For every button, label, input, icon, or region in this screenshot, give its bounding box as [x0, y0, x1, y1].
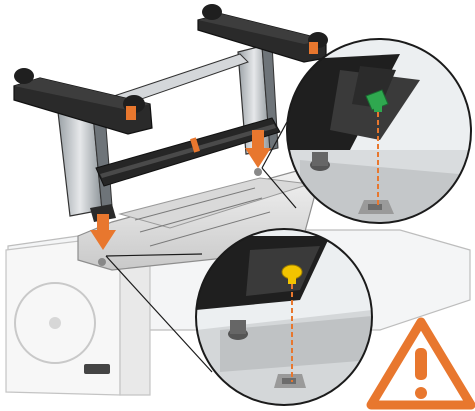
insert-arrow-left [90, 214, 116, 250]
warning-triangle-icon [366, 317, 475, 410]
right-arm [197, 4, 328, 63]
green-clip-marker [365, 89, 389, 112]
yellow-clip-marker [281, 264, 303, 284]
insert-arrow-right [245, 130, 271, 168]
left-arm [13, 68, 153, 135]
detail-callout-top [286, 38, 472, 224]
detail-callout-bottom [195, 228, 373, 406]
